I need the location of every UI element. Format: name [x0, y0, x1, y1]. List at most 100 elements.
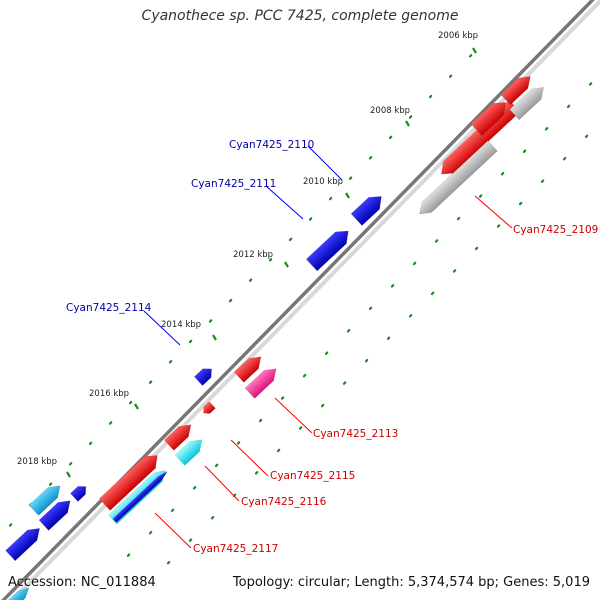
- gene-label-cyan7425_2116[interactable]: Cyan7425_2116: [241, 496, 327, 508]
- position-dot: [428, 94, 433, 99]
- position-dot: [386, 336, 391, 340]
- position-dot: [268, 258, 273, 262]
- gene-label-cyan7425_2117[interactable]: Cyan7425_2117: [193, 543, 278, 555]
- position-dot: [258, 418, 263, 423]
- position-dot: [566, 104, 571, 109]
- position-dot: [522, 149, 527, 153]
- position-dot: [248, 278, 253, 282]
- position-dot: [448, 74, 453, 78]
- gene-arrow[interactable]: [470, 97, 511, 136]
- position-dot: [346, 329, 351, 333]
- gene-arrow-cyan7425_2117[interactable]: [98, 450, 163, 511]
- gene-arrow[interactable]: [244, 364, 281, 399]
- gene-arrow-cyan7425_2113[interactable]: [233, 352, 265, 383]
- position-dot: [456, 216, 461, 221]
- tick-label: 2012 kbp: [233, 250, 273, 260]
- gene-arrow[interactable]: [38, 496, 75, 531]
- gene-labels: Cyan7425_2109 Cyan7425_2110Cyan7425_2111C…: [66, 139, 598, 555]
- tick-label: 2014 kbp: [161, 320, 201, 330]
- position-dot: [288, 237, 293, 242]
- position-dot: [128, 400, 133, 405]
- gene-label-cyan7425_2109[interactable]: Cyan7425_2109: [513, 224, 598, 236]
- gene-arrow-cyan7425_2116[interactable]: [163, 420, 195, 451]
- tick-label: 2006 kbp: [438, 31, 478, 41]
- position-dot: [210, 515, 215, 520]
- gene-arrow-cyan7425_2114[interactable]: [193, 364, 215, 386]
- map-title: Cyanothece sp. PCC 7425, complete genome: [141, 8, 459, 24]
- gene-features: [3, 71, 549, 600]
- position-dot: [166, 560, 171, 565]
- position-dot: [544, 127, 549, 131]
- position-dot: [320, 403, 325, 408]
- position-dot: [324, 351, 329, 355]
- tick-label: 2010 kbp: [303, 177, 343, 187]
- position-dot: [500, 171, 505, 176]
- gene-leader-line: [154, 512, 192, 549]
- gene-leader-line: [474, 195, 513, 229]
- tick-mark: [66, 471, 71, 478]
- gene-arrow[interactable]: [112, 470, 169, 523]
- position-dot: [8, 523, 13, 527]
- gene-arrow-cyan7425_2110[interactable]: [350, 191, 387, 226]
- position-dot: [126, 553, 131, 557]
- position-dot: [280, 396, 285, 400]
- tick-mark: [134, 403, 139, 410]
- position-dot: [390, 284, 395, 288]
- position-dot: [408, 314, 413, 318]
- tick-mark: [284, 261, 289, 268]
- position-dot: [148, 530, 153, 535]
- gene-label-cyan7425_2114[interactable]: Cyan7425_2114: [66, 302, 152, 314]
- position-dot: [308, 217, 313, 221]
- position-dot: [228, 298, 233, 303]
- gene-leader-line: [274, 397, 313, 434]
- gene-arrow[interactable]: [174, 435, 206, 466]
- position-dot: [474, 246, 479, 251]
- position-dot: [584, 134, 589, 139]
- position-dot: [412, 261, 417, 266]
- position-dot: [170, 508, 175, 513]
- tick-label: 2008 kbp: [370, 106, 410, 116]
- position-dot: [540, 179, 545, 183]
- position-dot: [48, 482, 53, 486]
- position-dot: [192, 486, 197, 490]
- gene-label-cyan7425_2110[interactable]: Cyan7425_2110: [229, 139, 314, 151]
- position-dot: [430, 291, 435, 296]
- position-dot: [302, 373, 307, 378]
- gene-label-cyan7425_2115[interactable]: Cyan7425_2115: [270, 470, 355, 482]
- position-dot: [208, 319, 213, 323]
- tick-label: 2018 kbp: [17, 457, 57, 467]
- position-dot: [588, 82, 593, 86]
- position-dot: [108, 421, 113, 425]
- position-dot: [388, 135, 393, 140]
- gene-arrow[interactable]: [5, 523, 45, 562]
- gene-leader-line: [143, 310, 181, 346]
- gene-leader-line: [307, 145, 343, 181]
- position-dot: [342, 381, 347, 385]
- gene-arrow[interactable]: [500, 71, 535, 106]
- position-dot: [88, 441, 93, 446]
- position-dot: [348, 176, 353, 180]
- gene-label-cyan7425_2113[interactable]: Cyan7425_2113: [313, 428, 398, 440]
- gene-label-cyan7425_2111[interactable]: Cyan7425_2111: [191, 178, 276, 190]
- position-dot: [148, 380, 153, 384]
- tick-mark: [212, 334, 217, 341]
- position-dot: [368, 156, 373, 160]
- position-dot: [328, 196, 333, 201]
- position-dot: [496, 224, 501, 228]
- position-dot: [214, 463, 219, 468]
- position-dot: [188, 538, 193, 542]
- gene-arrow[interactable]: [509, 82, 549, 121]
- tick-mark: [472, 47, 477, 54]
- position-dot: [364, 358, 369, 363]
- gene-arrow[interactable]: [69, 483, 89, 502]
- position-dot: [254, 471, 259, 475]
- gene-arrow-cyan7425_2115[interactable]: [201, 401, 216, 417]
- genome-summary: Topology: circular; Length: 5,374,574 bp…: [232, 575, 590, 590]
- gene-arrow[interactable]: [415, 140, 498, 219]
- gene-arrow[interactable]: [28, 481, 65, 516]
- gene-leader-line: [265, 185, 304, 220]
- gene-arrow-cyan7425_2111[interactable]: [305, 225, 353, 272]
- position-dot: [562, 156, 567, 161]
